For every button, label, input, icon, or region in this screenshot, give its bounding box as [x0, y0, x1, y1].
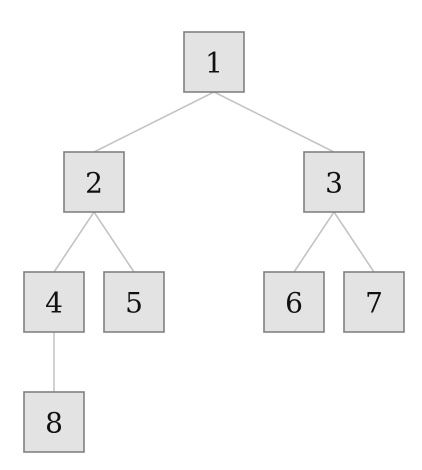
tree-node-1: 1 [183, 31, 245, 93]
edge-n1-n2 [93, 91, 215, 153]
node-box [103, 271, 165, 333]
tree-node-3: 3 [303, 151, 365, 213]
node-box [23, 271, 85, 333]
node-label: 6 [285, 287, 303, 320]
node-box [263, 271, 325, 333]
node-label: 7 [365, 287, 383, 320]
tree-node-8: 8 [23, 391, 85, 453]
node-label: 2 [85, 167, 103, 200]
edges-layer [53, 91, 375, 392]
tree-node-6: 6 [263, 271, 325, 333]
node-label: 5 [125, 287, 143, 320]
tree-node-4: 4 [23, 271, 85, 333]
node-label: 3 [325, 167, 343, 200]
node-label: 8 [45, 407, 63, 440]
node-box [23, 391, 85, 453]
node-box [343, 271, 405, 333]
node-box [183, 31, 245, 93]
tree-node-5: 5 [103, 271, 165, 333]
node-label: 1 [205, 47, 223, 80]
node-box [63, 151, 125, 213]
tree-node-7: 7 [343, 271, 405, 333]
edge-n3-n7 [333, 211, 375, 273]
edge-n2-n5 [93, 211, 135, 273]
edge-n1-n3 [213, 91, 335, 153]
tree-node-2: 2 [63, 151, 125, 213]
edge-n2-n4 [53, 211, 95, 273]
node-label: 4 [45, 287, 63, 320]
edge-n3-n6 [293, 211, 335, 273]
nodes-layer: 1 2 3 4 5 6 7 8 [23, 31, 405, 453]
node-box [303, 151, 365, 213]
